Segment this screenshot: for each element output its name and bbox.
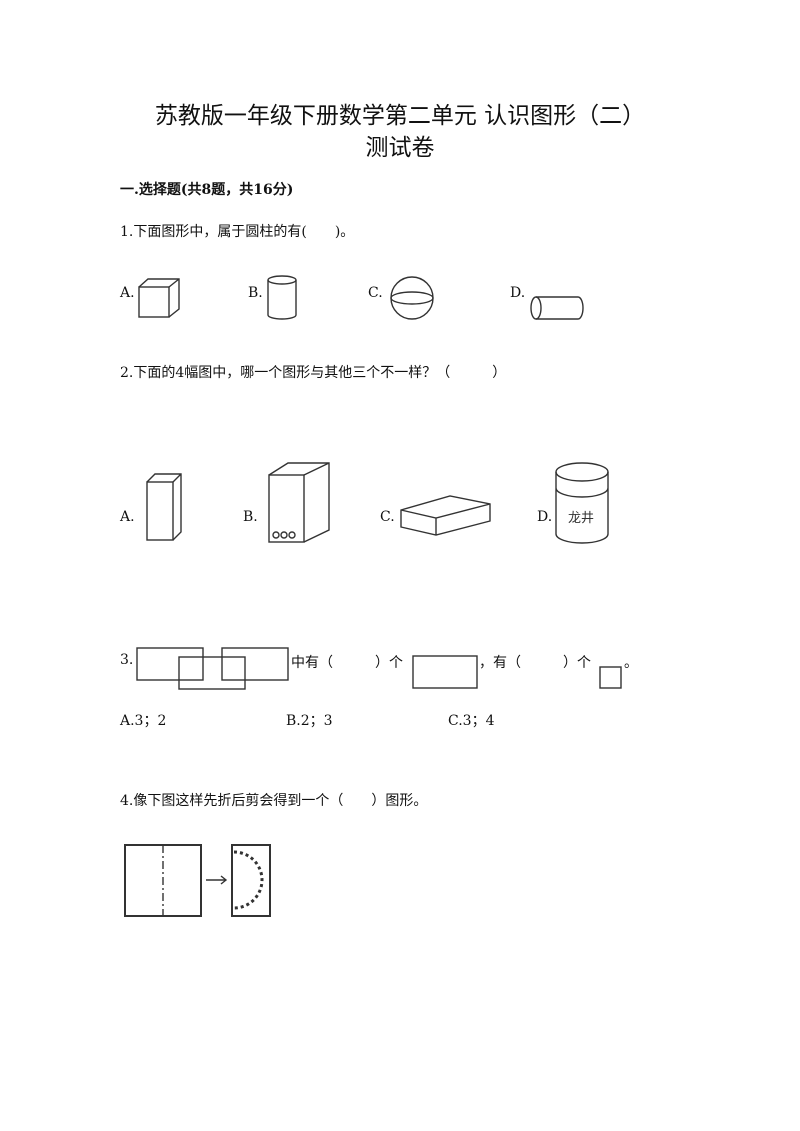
q1-option-d: D.: [510, 285, 526, 301]
sphere-shape: [390, 276, 434, 320]
lying-cylinder-shape: [530, 296, 584, 320]
q1-option-b: B.: [248, 285, 263, 301]
cylinder-shape: [267, 275, 297, 320]
jar-shape: 龙井: [555, 462, 609, 544]
question-2: 2.下面的4幅图中，哪一个图形与其他三个不一样？（ ）: [120, 365, 507, 381]
square-shape: [599, 666, 622, 689]
q2-option-d: D.: [537, 509, 553, 525]
q3-text-1: 中有（ ）个: [291, 655, 403, 671]
q2-option-a: A.: [120, 509, 135, 525]
title-line-1: 苏教版一年级下册数学第二单元 认识图形（二）: [154, 103, 646, 129]
title-line-2: 测试卷: [365, 135, 435, 161]
question-4: 4.像下图这样先折后剪会得到一个（ ）图形。: [120, 793, 428, 809]
jar-label: 龙井: [568, 511, 594, 526]
question-1: 1.下面图形中，属于圆柱的有( )。: [120, 224, 355, 240]
q3-prefix: 3.: [120, 652, 134, 668]
box-shape: [268, 462, 330, 543]
q3-option-a: A.3；2: [120, 713, 167, 729]
q1-option-c: C.: [368, 285, 383, 301]
overlapping-rectangles: [136, 647, 289, 690]
cube-shape: [138, 278, 180, 318]
q3-option-c: C.3；4: [448, 713, 495, 729]
q2-option-b: B.: [243, 509, 258, 525]
q1-option-a: A.: [120, 285, 135, 301]
q2-option-c: C.: [380, 509, 395, 525]
q3-text-2: ，有（ ）个: [479, 655, 591, 671]
rectangle-shape: [412, 655, 478, 689]
flat-box-shape: [400, 495, 491, 536]
book-shape: [146, 473, 182, 541]
section-heading: 一.选择题(共8题，共16分): [120, 182, 294, 198]
fold-cut-diagram: [124, 844, 271, 917]
q3-text-end: 。: [624, 655, 638, 671]
q3-option-b: B.2；3: [286, 713, 333, 729]
